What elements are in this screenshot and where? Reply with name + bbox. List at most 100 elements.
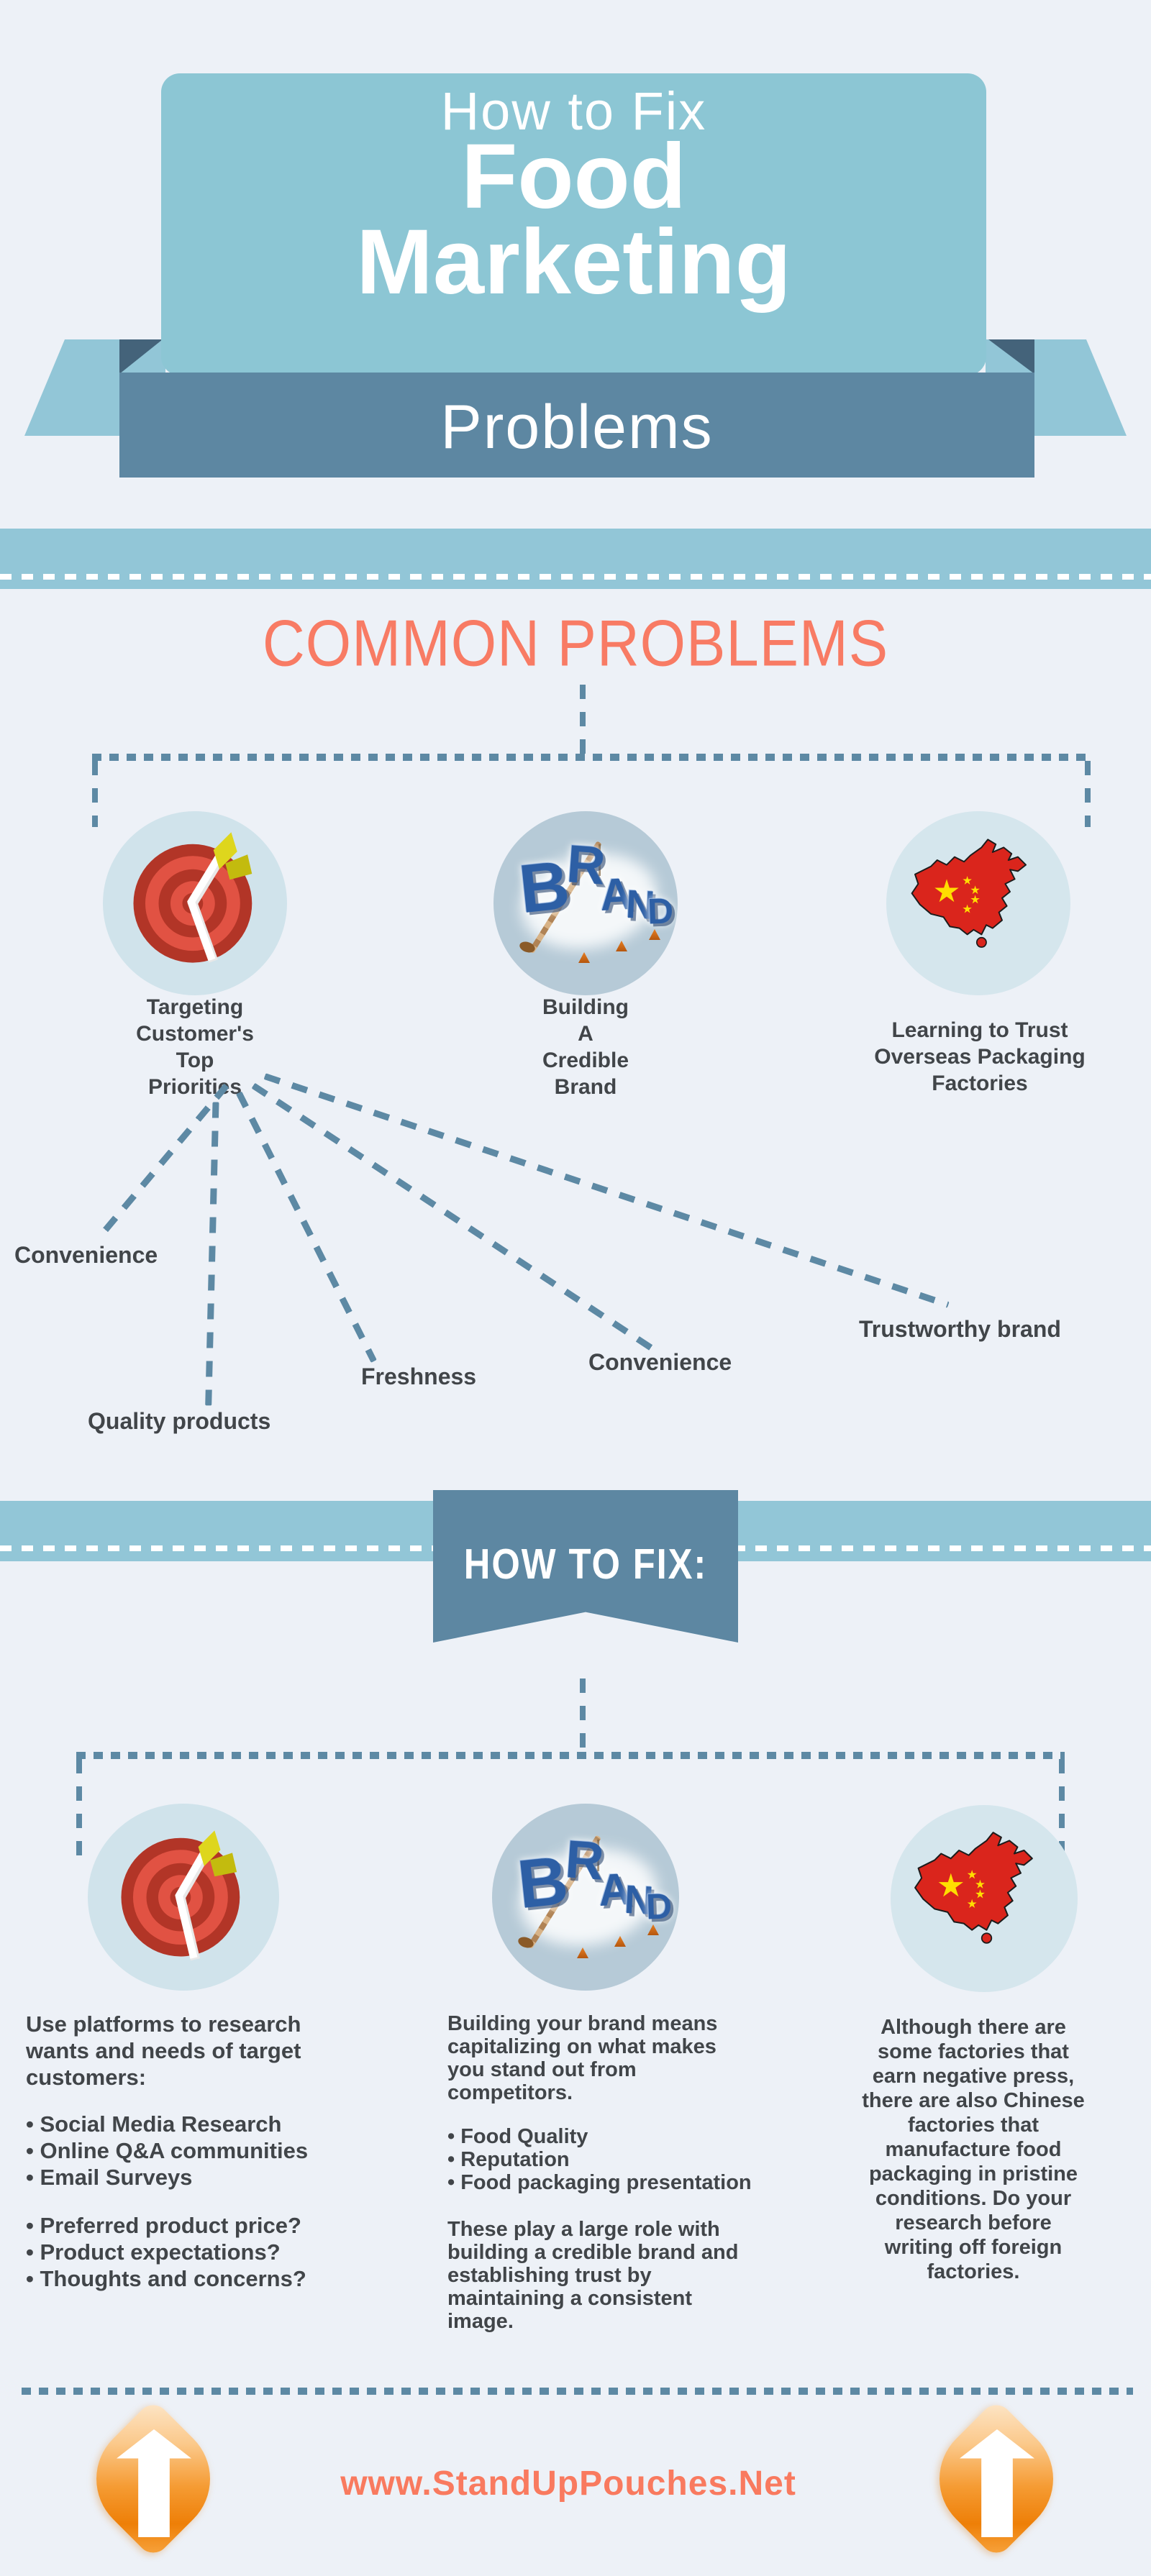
header-card — [161, 73, 986, 375]
header-band — [119, 373, 1034, 478]
brand-3d-icon: B R A N D — [493, 811, 678, 995]
brand-letter: D — [645, 1886, 673, 1927]
text-line: establishing trust by — [447, 2264, 652, 2287]
page-title-line1: Food — [461, 125, 686, 228]
text-line: Use platforms to research — [26, 2011, 301, 2037]
problem-label-overseas: Learning to Trust Overseas Packaging Fac… — [829, 1017, 1131, 1097]
dashed-connector — [251, 1082, 653, 1351]
label-line: Building — [542, 995, 629, 1019]
spoke-label-trustworthy-brand: Trustworthy brand — [859, 1316, 1061, 1342]
text-line: competitors. — [447, 2081, 573, 2104]
fix-column-brand: Building your brand means capitalizing o… — [447, 2012, 850, 2333]
dashed-connector — [235, 1091, 377, 1363]
text-line: wants and needs of target — [26, 2038, 301, 2063]
label-line: Credible — [542, 1049, 629, 1072]
text-line: some factories that — [878, 2040, 1069, 2063]
spoke-label-freshness: Freshness — [361, 1364, 477, 1389]
spoke-label-quality-products: Quality products — [88, 1408, 271, 1434]
traffic-cone-icon — [616, 941, 627, 951]
traffic-cone-icon — [577, 1947, 588, 1958]
text-line: packaging in pristine — [868, 2162, 1078, 2186]
label-line: Targeting — [146, 995, 244, 1019]
bracket-left-drop — [76, 1759, 82, 1855]
text-line: writing off foreign — [884, 2236, 1063, 2259]
bullseye-target-icon — [133, 832, 253, 963]
text-line: Building your brand means — [447, 2012, 718, 2035]
fix-circle-targeting — [88, 1804, 279, 1991]
problem-label-brand: Building A Credible Brand — [478, 994, 693, 1100]
bracket-right-drop — [1085, 761, 1091, 827]
text-line: customers: — [26, 2065, 147, 2090]
bracket-right-drop — [1059, 1759, 1065, 1855]
up-arrow-icon — [912, 2398, 1085, 2563]
bracket-top — [92, 754, 1091, 761]
label-line: Learning to Trust — [891, 1018, 1068, 1042]
crane-hook-line — [597, 1840, 599, 1871]
problem-circle-overseas — [886, 811, 1070, 995]
bullet-item: • Reputation — [447, 2148, 570, 2171]
crane-hook-line — [599, 844, 601, 876]
text-line: research before — [895, 2211, 1052, 2234]
text-line: manufacture food — [885, 2138, 1062, 2161]
fix-column-research: Use platforms to research wants and need… — [26, 2011, 414, 2292]
page-title-line2: Marketing — [356, 211, 791, 314]
bullet-item: • Email Surveys — [26, 2165, 193, 2190]
text-line: factories that — [907, 2114, 1039, 2137]
text-line: earn negative press, — [872, 2065, 1075, 2088]
spoke-label-convenience-2: Convenience — [588, 1349, 732, 1375]
problem-circle-targeting — [103, 811, 287, 995]
text-line: capitalizing on what makes — [447, 2035, 716, 2058]
dashed-connector — [263, 1073, 950, 1308]
up-arrow-icon — [69, 2398, 242, 2563]
dashed-connector — [205, 1102, 219, 1406]
bullet-item: • Preferred product price? — [26, 2213, 301, 2238]
bullet-item: • Product expectations? — [26, 2239, 281, 2265]
bracket-left-drop — [92, 761, 98, 827]
bullet-item: • Online Q&A communities — [26, 2138, 309, 2163]
text-line: there are also Chinese — [862, 2089, 1085, 2112]
label-line: A — [578, 1022, 593, 1046]
text-line: These play a large role with — [447, 2218, 720, 2241]
label-line: Top — [176, 1049, 214, 1072]
how-to-fix-banner-label: HOW TO FIX: — [463, 1540, 708, 1588]
connector-line — [580, 685, 586, 757]
label-line: Brand — [554, 1075, 617, 1099]
footer-divider — [22, 2388, 1133, 2395]
bullet-item: • Food Quality — [447, 2125, 588, 2148]
bullet-item: • Food packaging presentation — [447, 2171, 752, 2194]
connector-line — [580, 1678, 586, 1755]
bracket-top — [76, 1752, 1065, 1759]
header-kicker: How to Fix — [440, 81, 707, 141]
brand-letter: B — [515, 846, 573, 928]
text-line: maintaining a consistent — [447, 2287, 692, 2310]
brand-letter: D — [647, 890, 675, 932]
section-heading-common-problems: COMMON PROBLEMS — [262, 606, 889, 680]
text-line: you stand out from — [447, 2058, 637, 2081]
ribbon-label: Problems — [440, 393, 714, 462]
spoke-label-convenience-1: Convenience — [14, 1242, 158, 1268]
label-line: Factories — [932, 1072, 1028, 1095]
fix-circle-overseas — [891, 1805, 1078, 1992]
problem-label-targeting: Targeting Customer's Top Priorities — [87, 994, 303, 1100]
label-line: Customer's — [136, 1022, 254, 1046]
china-map-icon — [914, 1832, 1033, 1944]
text-line: conditions. Do your — [875, 2187, 1072, 2210]
label-line: Overseas Packaging — [874, 1045, 1086, 1069]
brand-letter: B — [514, 1841, 572, 1924]
bullseye-target-icon — [121, 1830, 240, 1961]
divider-strip-top — [0, 529, 1151, 589]
bullet-item: • Social Media Research — [26, 2111, 282, 2137]
text-line: building a credible brand and — [447, 2241, 739, 2264]
text-line: image. — [447, 2310, 514, 2333]
brand-3d-icon: B R A N D — [492, 1804, 679, 1991]
fix-column-overseas: Although there are some factories that e… — [811, 2015, 1136, 2284]
bullet-item: • Thoughts and concerns? — [26, 2266, 306, 2291]
footer-url-link[interactable]: www.StandUpPouches.Net — [340, 2465, 796, 2503]
problem-circle-brand: B R A N D — [493, 811, 678, 995]
text-line: Although there are — [881, 2016, 1066, 2039]
fix-circle-brand: B R A N D — [492, 1804, 679, 1991]
text-line: factories. — [927, 2260, 1020, 2283]
divider-strip-top-stitch — [0, 574, 1151, 580]
china-map-icon — [911, 839, 1027, 948]
